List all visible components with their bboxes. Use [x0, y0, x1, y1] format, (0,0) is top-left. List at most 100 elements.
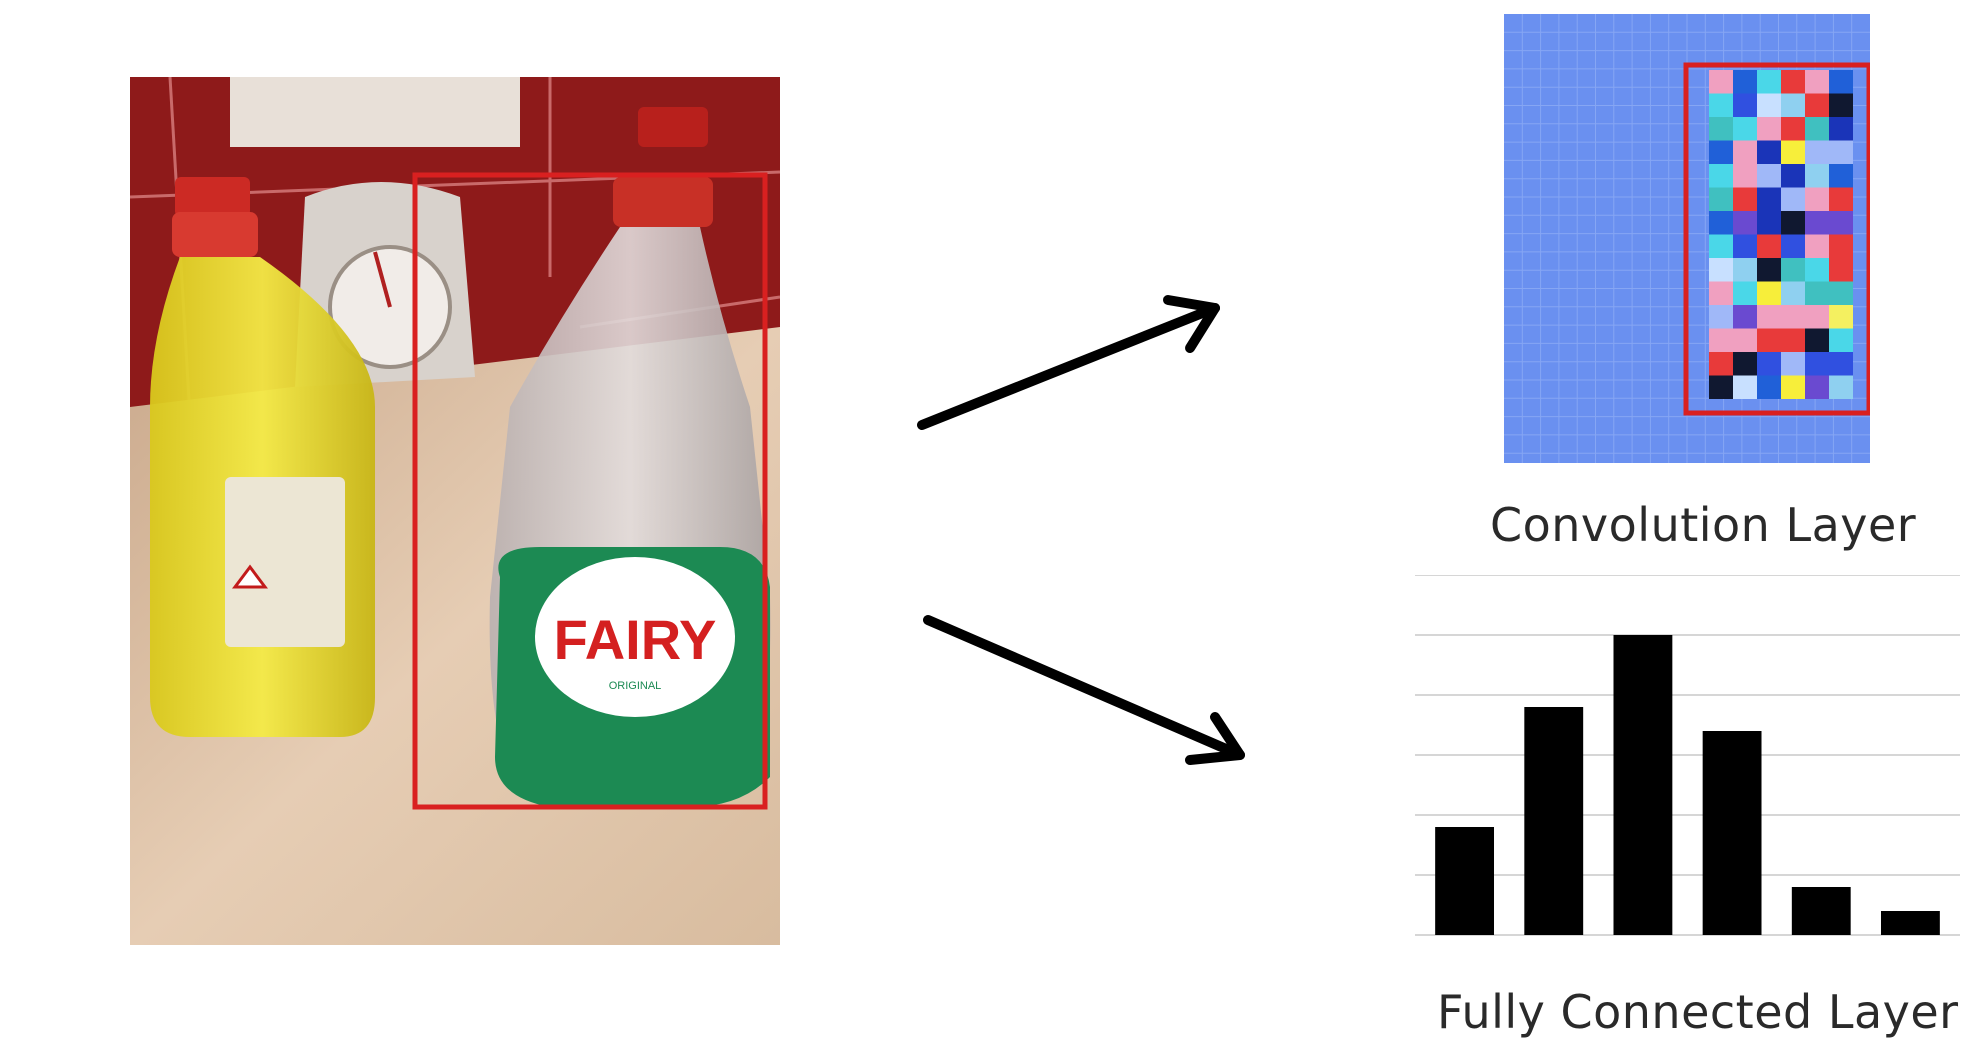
- activation-cell: [1805, 281, 1829, 305]
- activation-cell: [1829, 234, 1853, 258]
- activation-cell: [1805, 70, 1829, 94]
- activation-cell: [1733, 187, 1757, 211]
- activation-cell: [1805, 140, 1829, 164]
- activation-cell: [1709, 234, 1733, 258]
- activation-cell: [1781, 70, 1805, 94]
- activation-cell: [1733, 211, 1757, 235]
- activation-cell: [1733, 164, 1757, 188]
- activation-cell: [1757, 140, 1781, 164]
- activation-cell: [1829, 164, 1853, 188]
- activation-cell: [1709, 187, 1733, 211]
- activation-cell: [1733, 375, 1757, 399]
- fc-bar-3: [1613, 635, 1673, 935]
- activation-cell: [1805, 164, 1829, 188]
- activation-cell: [1709, 258, 1733, 282]
- activation-cell: [1709, 352, 1733, 376]
- fairy-sublabel-text: ORIGINAL: [609, 680, 662, 692]
- activation-cell: [1733, 352, 1757, 376]
- arrow-to-fully-connected: [923, 615, 1245, 760]
- activation-cell: [1733, 305, 1757, 329]
- fairy-brand-text: FAIRY: [554, 608, 717, 671]
- fc-bar-6: [1880, 911, 1940, 935]
- arrow-to-convolution: [917, 303, 1220, 430]
- activation-cell: [1757, 187, 1781, 211]
- activation-cell: [1805, 375, 1829, 399]
- activation-cell: [1733, 234, 1757, 258]
- activation-cell: [1781, 164, 1805, 188]
- activation-cell: [1709, 328, 1733, 352]
- activation-cell: [1805, 117, 1829, 141]
- activation-cell: [1781, 258, 1805, 282]
- activation-cell: [1757, 281, 1781, 305]
- input-photo: FAIRY ORIGINAL: [130, 77, 780, 945]
- activation-cell: [1709, 211, 1733, 235]
- activation-cell: [1829, 258, 1853, 282]
- fc-bar-1: [1435, 827, 1495, 935]
- activation-cell: [1805, 187, 1829, 211]
- activation-cell: [1733, 70, 1757, 94]
- activation-cell: [1733, 140, 1757, 164]
- activation-cell: [1781, 93, 1805, 117]
- photo-detection-box: [412, 172, 768, 810]
- activation-cell: [1733, 117, 1757, 141]
- activation-cell: [1757, 352, 1781, 376]
- activation-cell: [1781, 187, 1805, 211]
- activation-cell: [1709, 70, 1733, 94]
- fc-bar-4: [1702, 731, 1762, 935]
- yellow-bottle: [150, 177, 375, 737]
- activation-cell: [1757, 70, 1781, 94]
- convolution-highlight-box: [1683, 62, 1870, 416]
- fc-bar-2: [1524, 707, 1584, 935]
- fully-connected-layer-label: Fully Connected Layer: [1437, 985, 1959, 1039]
- activation-cell: [1805, 352, 1829, 376]
- activation-cell: [1733, 328, 1757, 352]
- fc-bar-5: [1791, 887, 1851, 935]
- fairy-bottle: FAIRY ORIGINAL: [489, 107, 771, 807]
- kitchen-scale: [230, 77, 520, 147]
- fully-connected-bar-chart: [1415, 575, 1960, 936]
- activation-cell: [1805, 211, 1829, 235]
- activation-cell: [1709, 305, 1733, 329]
- activation-cell: [1757, 211, 1781, 235]
- activation-cell: [1829, 305, 1853, 329]
- activation-cell: [1829, 93, 1853, 117]
- activation-cell: [1829, 140, 1853, 164]
- activation-cell: [1781, 305, 1805, 329]
- activation-cell: [1829, 375, 1853, 399]
- activation-cell: [1781, 375, 1805, 399]
- activation-cell: [1805, 234, 1829, 258]
- activation-cell: [1781, 211, 1805, 235]
- activation-cell: [1757, 375, 1781, 399]
- activation-cell: [1733, 93, 1757, 117]
- activation-cell: [1757, 234, 1781, 258]
- activation-cell: [1781, 140, 1805, 164]
- activation-cell: [1781, 281, 1805, 305]
- convolution-layer-label: Convolution Layer: [1490, 498, 1917, 552]
- activation-cell: [1829, 211, 1853, 235]
- activation-cell: [1757, 164, 1781, 188]
- activation-cell: [1709, 164, 1733, 188]
- activation-cell: [1781, 328, 1805, 352]
- activation-cell: [1757, 328, 1781, 352]
- activation-cell: [1709, 93, 1733, 117]
- activation-cell: [1709, 375, 1733, 399]
- activation-cell: [1829, 187, 1853, 211]
- activation-cell: [1829, 328, 1853, 352]
- activation-cell: [1709, 117, 1733, 141]
- activation-cell: [1805, 305, 1829, 329]
- activation-cell: [1829, 281, 1853, 305]
- activation-cell: [1733, 281, 1757, 305]
- activation-cell: [1829, 70, 1853, 94]
- activation-cell: [1781, 117, 1805, 141]
- activation-cell: [1757, 305, 1781, 329]
- activation-cell: [1757, 117, 1781, 141]
- activation-cell: [1805, 328, 1829, 352]
- activation-cell: [1757, 93, 1781, 117]
- activation-cell: [1829, 117, 1853, 141]
- activation-cell: [1781, 352, 1805, 376]
- activation-cell: [1757, 258, 1781, 282]
- activation-cell: [1805, 258, 1829, 282]
- convolution-feature-map: [1504, 14, 1870, 463]
- activation-cell: [1805, 93, 1829, 117]
- activation-cell: [1709, 281, 1733, 305]
